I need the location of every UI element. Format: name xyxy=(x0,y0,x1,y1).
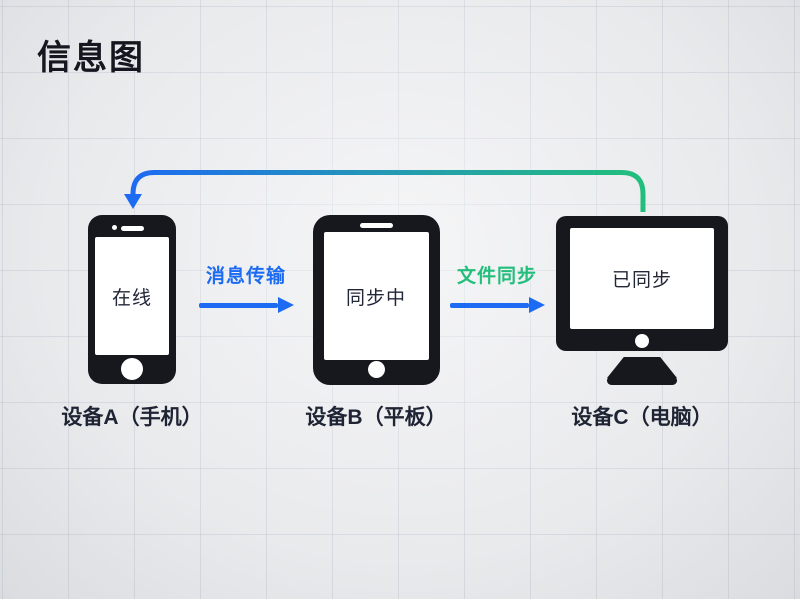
monitor-screen: 已同步 xyxy=(570,228,714,329)
right-arrow-icon xyxy=(449,297,545,313)
device-phone-label: 设备A（手机） xyxy=(61,406,203,429)
monitor-camera-dot xyxy=(635,334,649,348)
phone-home-button xyxy=(121,358,143,380)
arrow-head xyxy=(277,297,294,313)
device-phone-group: 在线 设备A（手机） xyxy=(22,215,242,431)
page-title: 信息图 xyxy=(37,39,145,77)
device-tablet-group: 同步中 设备B（平板） xyxy=(266,215,486,431)
phone-speaker-slot xyxy=(121,226,144,231)
arrow-head xyxy=(528,297,545,313)
device-monitor-label: 设备C（电脑） xyxy=(571,406,713,429)
flow-file-sync-label: 文件同步 xyxy=(456,266,537,287)
monitor-status-text: 已同步 xyxy=(611,270,672,291)
monitor-body: 已同步 xyxy=(556,216,728,351)
device-monitor-group: 已同步 设备C（电脑） xyxy=(532,216,752,431)
flow-message-transfer: 消息传输 xyxy=(190,261,302,313)
monitor-icon: 已同步 xyxy=(556,216,728,385)
phone-icon: 在线 xyxy=(88,215,176,384)
tablet-screen: 同步中 xyxy=(323,232,429,360)
tablet-home-button xyxy=(367,361,385,378)
device-tablet-label: 设备B（平板） xyxy=(305,406,447,429)
monitor-stand-base xyxy=(607,376,677,385)
monitor-stand xyxy=(607,357,677,378)
arrow-shaft xyxy=(198,302,278,308)
phone-status-text: 在线 xyxy=(111,287,152,309)
right-arrow-icon xyxy=(198,297,294,313)
flow-file-sync: 文件同步 xyxy=(441,261,553,313)
tablet-status-text: 同步中 xyxy=(345,287,406,309)
phone-screen: 在线 xyxy=(95,237,169,355)
phone-camera-dot xyxy=(112,225,117,230)
arrow-shaft xyxy=(449,302,529,308)
flow-message-transfer-label: 消息传输 xyxy=(205,266,286,287)
tablet-icon: 同步中 xyxy=(312,215,440,385)
tablet-speaker-slot xyxy=(359,223,393,228)
